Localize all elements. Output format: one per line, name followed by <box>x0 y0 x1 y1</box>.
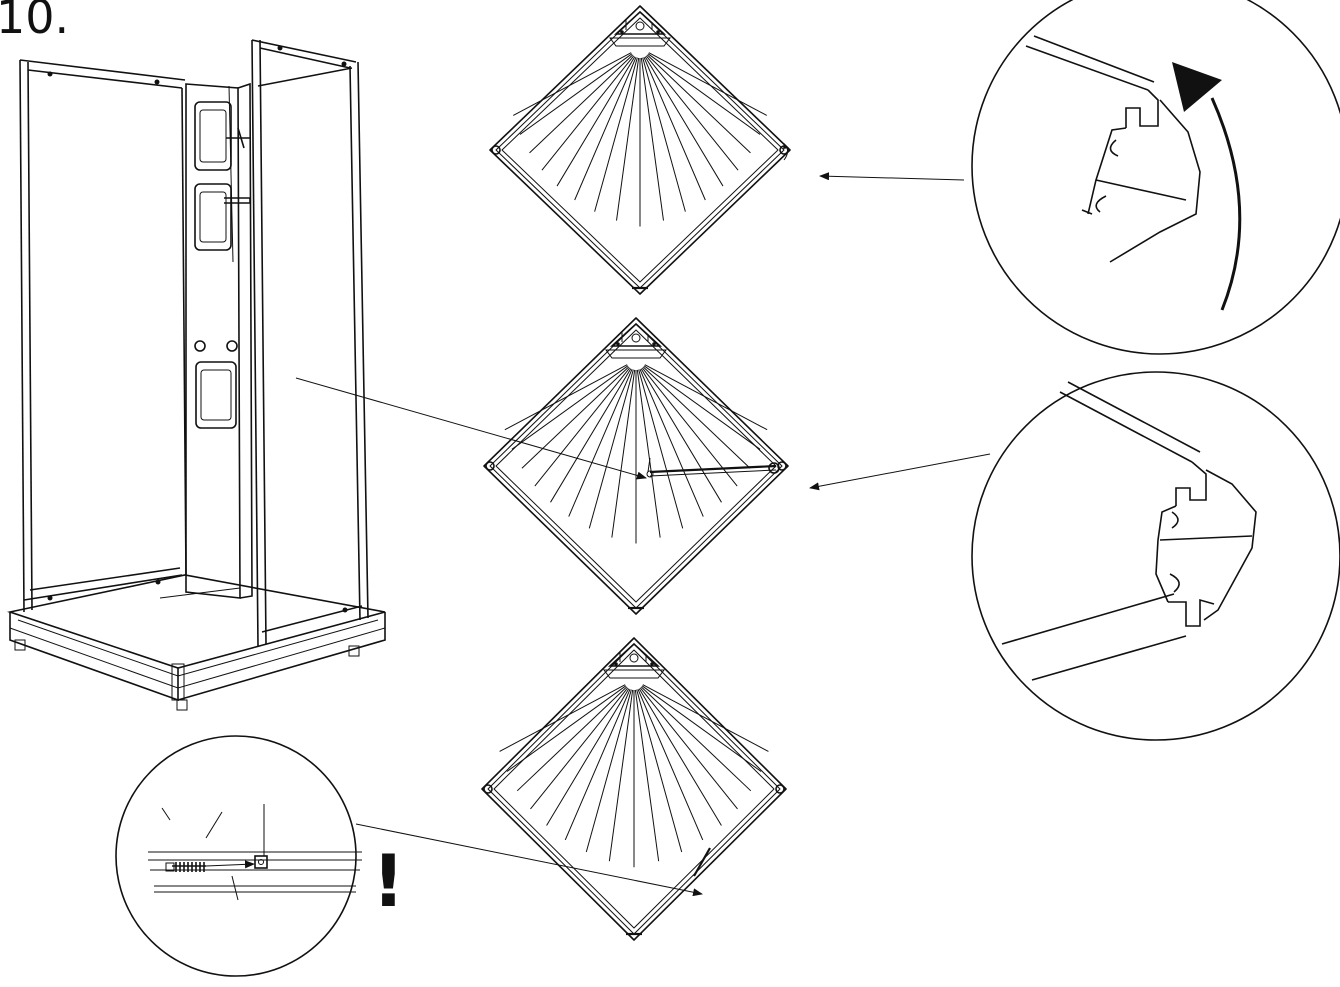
tray-top-view-3 <box>481 637 787 941</box>
rotation-arrow-icon <box>1172 62 1222 112</box>
profile-detail-magnifier-top <box>971 0 1340 355</box>
tray-rod-detail <box>646 457 780 478</box>
tray-edge-profile <box>693 847 711 877</box>
profile-detail-magnifier-middle <box>971 371 1340 741</box>
step-number: 10. <box>0 0 70 44</box>
pointer-arrow-middle <box>809 453 991 491</box>
pointer-arrow-screw <box>355 823 703 897</box>
warning-exclamation: ! <box>372 839 405 923</box>
tray-top-view-2 <box>483 317 789 615</box>
shower-enclosure-illustration <box>6 39 386 711</box>
tray-top-view-1 <box>489 5 791 295</box>
pointer-arrow-top <box>819 172 965 181</box>
screw-detail-magnifier <box>115 735 362 977</box>
pointer-arrow-enclosure <box>295 377 647 480</box>
